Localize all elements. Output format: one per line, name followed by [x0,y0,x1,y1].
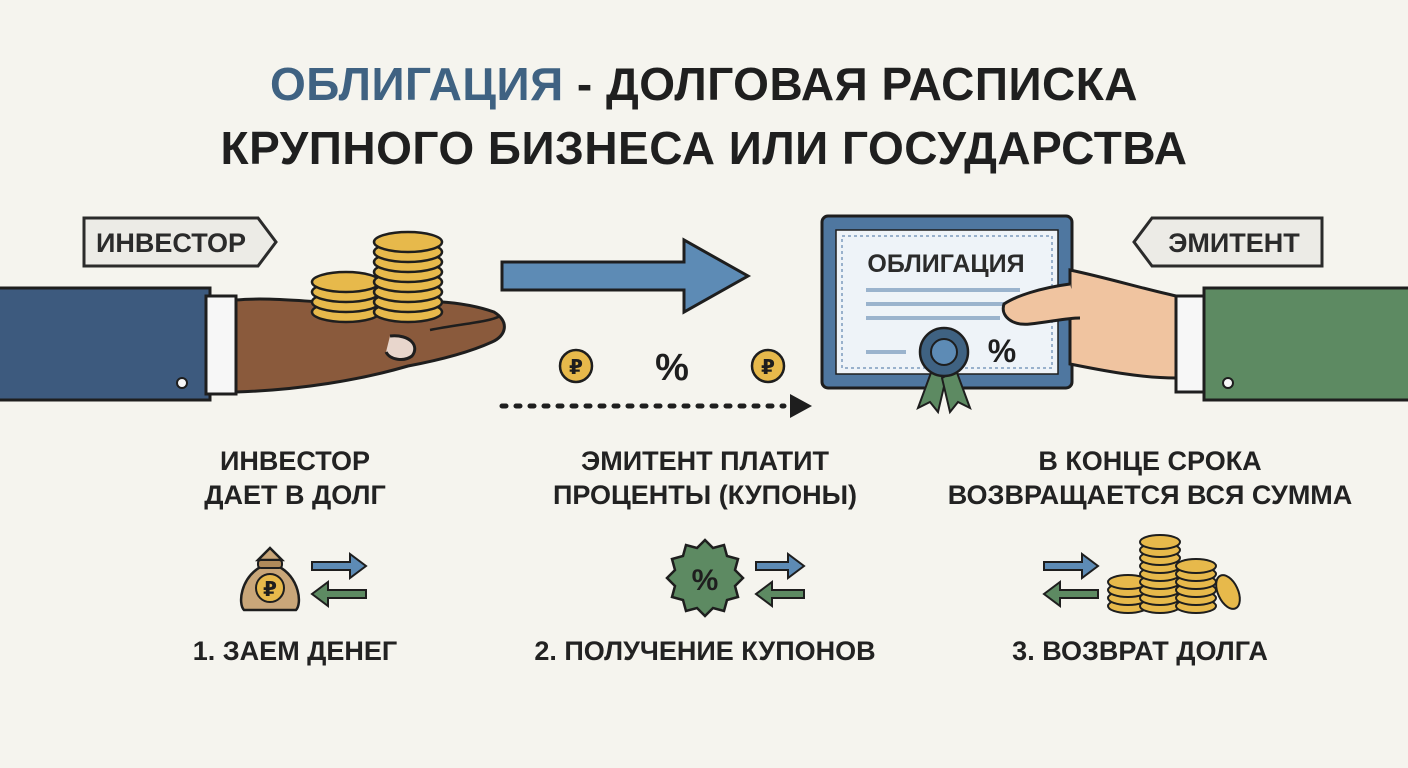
dotted-arrow [499,394,812,418]
investor-tag: ИНВЕСТОР [82,216,278,268]
step-2-label: 2. ПОЛУЧЕНИЕ КУПОНОВ [534,636,876,666]
caption-return: В КОНЦЕ СРОКА ВОЗВРАЩАЕТСЯ ВСЯ СУММА [940,444,1360,512]
percent-badge-symbol: % [692,564,719,597]
issuer-hand [1001,268,1178,380]
coin-stack-large [372,230,444,324]
ruble-coin-icon: ₽ [558,348,594,384]
title-accent: ОБЛИГАЦИЯ [269,58,564,110]
percent-icon: % [655,347,689,389]
issuer-tag-label: ЭМИТЕНТ [1168,228,1300,258]
ruble-coin-icon-2: ₽ [750,348,786,384]
money-bag-symbol: ₽ [263,579,277,601]
caption-investor-line1: ИНВЕСТОР [219,446,371,476]
investor-tag-label: ИНВЕСТОР [96,228,246,258]
exchange-arrows-icon-2 [754,552,806,608]
page-title: ОБЛИГАЦИЯ - ДОЛГОВАЯ РАСПИСКА КРУПНОГО Б… [0,52,1408,180]
caption-investor: ИНВЕСТОР ДАЕТ В ДОЛГ [150,444,440,512]
money-bag-icon: ₽ [239,546,301,612]
title-rest: - ДОЛГОВАЯ РАСПИСКА [563,58,1139,110]
issuer-tag: ЭМИТЕНТ [1132,216,1324,268]
step-3-label: 3. ВОЗВРАТ ДОЛГА [1012,636,1268,666]
caption-coupons: ЭМИТЕНТ ПЛАТИТ ПРОЦЕНТЫ (КУПОНЫ) [540,444,870,512]
issuer-sleeve [1174,286,1408,402]
percent-badge-icon: % [665,538,745,618]
investor-sleeve [0,286,238,402]
certificate-percent: % [988,333,1016,369]
title-line2: КРУПНОГО БИЗНЕСА ИЛИ ГОСУДАРСТВА [220,122,1188,174]
certificate-heading: ОБЛИГАЦИЯ [867,250,1024,278]
caption-return-line1: В КОНЦЕ СРОКА [1038,446,1262,476]
step-1-label: 1. ЗАЕМ ДЕНЕГ [192,636,398,666]
caption-coupons-line1: ЭМИТЕНТ ПЛАТИТ [581,446,829,476]
caption-return-line2: ВОЗВРАЩАЕТСЯ ВСЯ СУММА [947,480,1353,510]
transfer-arrow [500,237,752,315]
coin-symbol: ₽ [569,357,583,379]
coin-stack-small [310,270,382,324]
seal-icon [916,326,972,415]
caption-coupons-line2: ПРОЦЕНТЫ (КУПОНЫ) [553,480,857,510]
coin-stacks-icon [1107,534,1241,614]
coin-symbol-2: ₽ [761,357,775,379]
exchange-arrows-icon [310,552,368,608]
exchange-arrows-icon-3 [1042,552,1100,608]
caption-investor-line2: ДАЕТ В ДОЛГ [204,480,386,510]
